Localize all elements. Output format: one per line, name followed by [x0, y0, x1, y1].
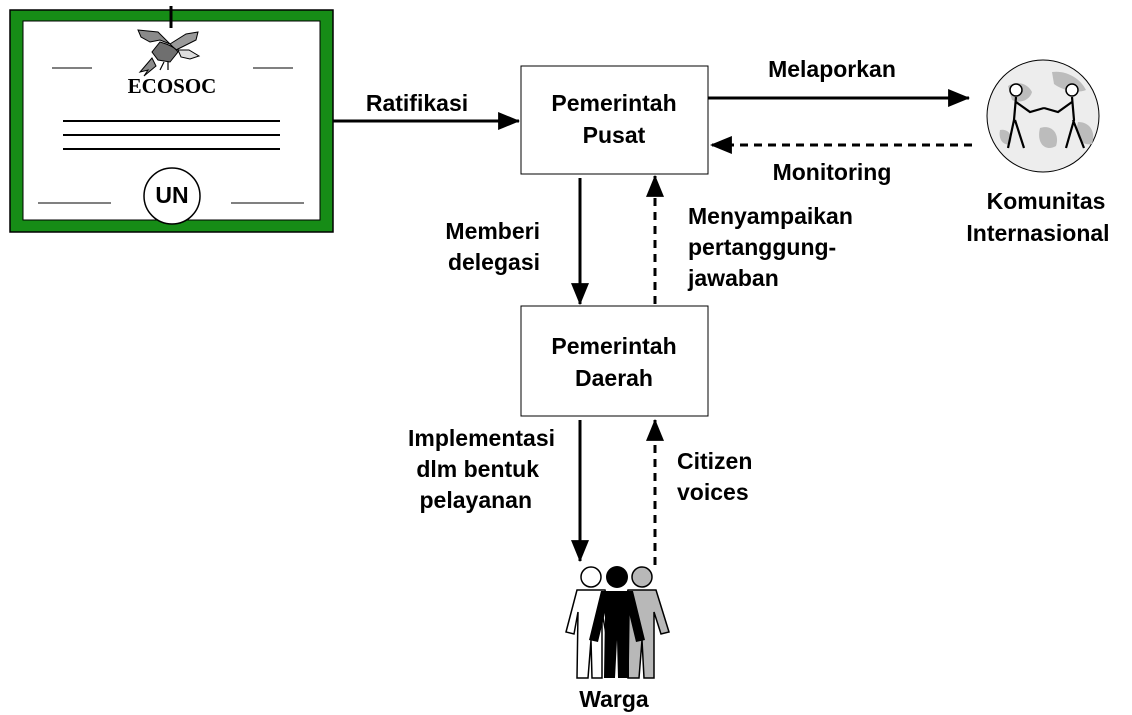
citizens-node: Warga	[565, 566, 670, 712]
regional-government-label-line1: Pemerintah	[551, 333, 676, 359]
central-government-label-line2: Pusat	[583, 122, 646, 148]
people-group-icon	[565, 566, 670, 679]
un-seal-label: UN	[155, 182, 188, 208]
regional-government-node: Pemerintah Daerah	[520, 305, 709, 417]
implement-edge: Implementasi dlm bentuk pelayanan	[408, 420, 589, 563]
voices-label-line2: voices	[677, 479, 749, 505]
globe-handshake-icon	[986, 59, 1100, 173]
central-government-label-line1: Pemerintah	[551, 90, 676, 116]
international-community-label-line1: Komunitas	[987, 188, 1106, 214]
ratify-label: Ratifikasi	[366, 90, 468, 116]
voices-edge: Citizen voices	[646, 418, 752, 565]
accountability-label-line3: jawaban	[687, 265, 779, 291]
monitor-label: Monitoring	[773, 159, 892, 185]
delegate-label-line2: delegasi	[448, 249, 540, 275]
international-community-label-line2: Internasional	[966, 220, 1109, 246]
eagle-icon	[137, 29, 201, 77]
central-government-node: Pemerintah Pusat	[520, 65, 709, 175]
international-community-node: Komunitas Internasional	[966, 59, 1110, 246]
implement-label-line1: Implementasi	[408, 425, 555, 451]
regional-government-label-line2: Daerah	[575, 365, 653, 391]
report-edge: Melaporkan	[708, 56, 971, 107]
delegate-edge: Memberi delegasi	[445, 178, 589, 306]
ecosoc-certificate: ECOSOC UN	[9, 6, 334, 233]
implement-label-line2: dlm bentuk	[416, 456, 539, 482]
delegate-label-line1: Memberi	[445, 218, 540, 244]
accountability-label-line1: Menyampaikan	[688, 203, 853, 229]
citizens-label: Warga	[579, 686, 649, 712]
certificate-org-label: ECOSOC	[128, 74, 217, 98]
implement-label-line3: pelayanan	[420, 487, 533, 513]
accountability-label-line2: pertanggung-	[688, 234, 836, 260]
report-label: Melaporkan	[768, 56, 896, 82]
voices-label-line1: Citizen	[677, 448, 752, 474]
monitor-edge: Monitoring	[709, 136, 972, 185]
ratify-edge: Ratifikasi	[333, 90, 521, 130]
un-seal	[143, 167, 201, 225]
accountability-edge: Menyampaikan pertanggung- jawaban	[646, 174, 853, 304]
